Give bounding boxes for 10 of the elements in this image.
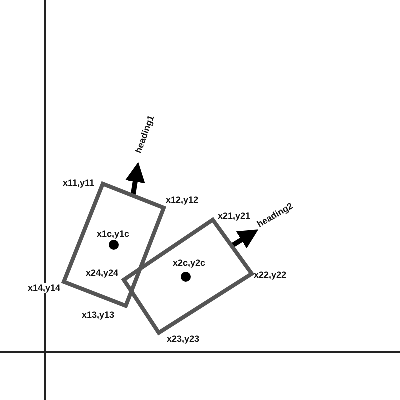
corner-label: x22,y22 — [254, 270, 287, 280]
corner-label: x12,y12 — [166, 195, 199, 205]
corner-label: x13,y13 — [82, 310, 115, 320]
corner-label: x14,y14 — [28, 283, 61, 293]
center-label: x2c,y2c — [173, 258, 206, 268]
corner-label: x21,y21 — [218, 211, 251, 221]
center-label: x1c,y1c — [97, 229, 130, 239]
corner-label: x23,y23 — [167, 334, 200, 344]
corner-label: x11,y11 — [63, 178, 95, 188]
corner-label: x24,y24 — [86, 268, 119, 278]
